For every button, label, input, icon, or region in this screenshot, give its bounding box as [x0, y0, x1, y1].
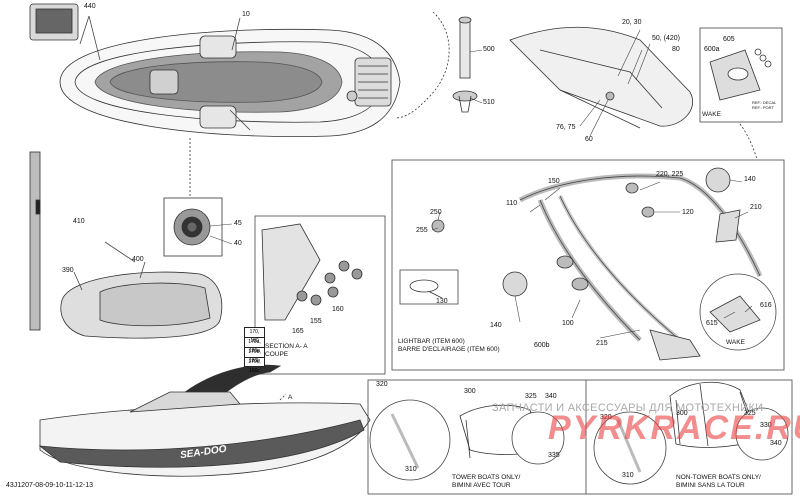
callout-120: 120: [682, 209, 694, 216]
callout-20-30: 20, 30: [622, 19, 642, 26]
callout-400: 400: [132, 256, 144, 263]
ref-label: REF.: DECAL REF.: PORT: [752, 100, 777, 110]
callout-45: 45: [234, 220, 242, 227]
callout-310-nontower: 310: [622, 472, 634, 479]
section-label: SECTION A- A COUPE: [265, 343, 308, 358]
callout-130: 130: [436, 298, 448, 305]
callout-500: 500: [483, 46, 495, 53]
callout-50-420: 50, (420): [652, 35, 681, 42]
callout-616: 616: [760, 302, 772, 309]
callout-340-nontower: 340: [770, 440, 782, 447]
seat-right: [199, 105, 237, 129]
bimini-nontower-detail: [735, 407, 789, 461]
callout-155: 155: [310, 318, 322, 325]
callout-300-tower: 300: [464, 388, 476, 395]
item-table-row: 170a, 180a: [245, 338, 264, 354]
section-a-marker: A: [288, 394, 293, 401]
speaker-140-bottom: [502, 271, 528, 297]
callout-325-nontower: 325: [744, 410, 756, 417]
callout-40: 40: [234, 240, 242, 247]
callout-440: 440: [84, 3, 96, 10]
tower-boats-label: TOWER BOATS ONLY/ BIMINI AVEC TOUR: [452, 474, 521, 489]
lightbar-label: LIGHTBAR (ITEM 600) BARRE D'ECLAIRAGE (I…: [398, 338, 500, 353]
callout-320-nontower: 320: [600, 414, 612, 421]
callout-335-tower: 335: [548, 452, 560, 459]
callout-140-top: 140: [744, 176, 756, 183]
callout-220-225: 220, 225: [656, 171, 684, 178]
callout-160: 160: [332, 306, 344, 313]
callout-80: 80: [672, 46, 680, 53]
callout-210: 210: [750, 204, 762, 211]
callout-110: 110: [506, 200, 518, 207]
non-tower-boats-label: NON-TOWER BOATS ONLY/ BIMINI SANS LA TOU…: [676, 474, 761, 489]
watermark-line1: ЗАПЧАСТИ И АКСЕССУАРЫ ДЛЯ МОТОТЕХНИКИ: [492, 402, 764, 414]
callout-320-tower: 320: [376, 381, 388, 388]
callout-140-bottom: 140: [490, 322, 502, 329]
callout-325-tower: 325: [525, 393, 537, 400]
callout-300-nontower: 300: [676, 410, 688, 417]
callout-76-75: 76, 75: [556, 124, 576, 131]
wake-label-lower: WAKE: [726, 339, 745, 346]
callout-310-tower: 310: [405, 466, 417, 473]
wake-label-top: WAKE: [702, 111, 721, 118]
callout-410: 410: [73, 218, 85, 225]
callout-165: 165: [292, 328, 304, 335]
seat-left: [199, 35, 237, 59]
callout-600a: 600a: [704, 46, 720, 53]
callout-250: 250: [430, 209, 442, 216]
bimini-group-frame: [367, 379, 793, 495]
tower-light-right: [571, 277, 589, 291]
item-table-row: 170c, 180c: [248, 359, 261, 374]
callout-605: 605: [723, 36, 735, 43]
item-table-row: 170, 180: [245, 328, 264, 344]
bolt-250: [431, 219, 445, 233]
lightbar-inset: [399, 269, 459, 305]
watermark-line2: PYRKRACE.RU: [548, 409, 800, 447]
item-table-row: 170b, 180b: [245, 348, 264, 364]
callout-340-tower: 340: [545, 393, 557, 400]
callout-615: 615: [706, 320, 718, 327]
callout-390: 390: [62, 267, 74, 274]
callout-600b: 600b: [534, 342, 550, 349]
callout-60: 60: [585, 136, 593, 143]
callout-100: 100: [562, 320, 574, 327]
rail-410: [29, 151, 41, 331]
bimini-tower-detail: [511, 411, 565, 465]
callout-330-nontower: 330: [760, 422, 772, 429]
document-number: 43J1207-08-09-10-11-12-13: [6, 482, 94, 489]
seat-rear: [149, 69, 179, 95]
callout-10: 10: [242, 11, 250, 18]
callout-150: 150: [548, 178, 560, 185]
drain-plug: [346, 90, 358, 102]
bimini-tower-circle: [369, 399, 451, 481]
fitting-500: [459, 19, 471, 79]
speaker-140-top: [705, 167, 731, 193]
callout-215: 215: [596, 340, 608, 347]
tower-light-left: [556, 255, 574, 269]
callout-255: 255: [416, 227, 428, 234]
item-table: 170, 180 170a, 180a 170b, 180b 170c, 180…: [244, 327, 265, 374]
callout-510: 510: [483, 99, 495, 106]
